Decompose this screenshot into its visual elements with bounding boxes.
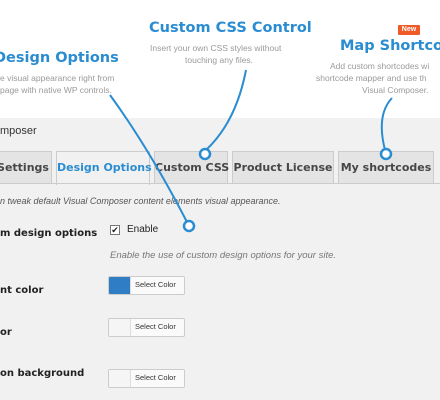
- tab-design-options[interactable]: Design Options: [56, 151, 152, 185]
- tab-custom-css[interactable]: Custom CSS: [154, 151, 229, 184]
- color-row-label: nt color: [0, 285, 44, 296]
- select-color-button[interactable]: Select Color: [108, 276, 185, 295]
- map-shortcodes-callout-desc-line2: shortcode mapper and use th: [316, 73, 427, 83]
- custom-design-hint: Enable the use of custom design options …: [110, 250, 337, 261]
- custom-design-label: m design options: [0, 228, 98, 239]
- enable-checkbox-label[interactable]: Enable: [127, 224, 159, 235]
- map-shortcodes-callout-desc-line1: Add custom shortcodes wi: [330, 61, 430, 71]
- page-title: mposer: [0, 125, 37, 137]
- color-swatch: [109, 319, 131, 336]
- select-color-button-label: Select Color: [135, 322, 176, 331]
- select-color-button-label: Select Color: [135, 373, 176, 382]
- tab-product-license[interactable]: Product License: [232, 151, 334, 184]
- select-color-button-label: Select Color: [135, 280, 176, 289]
- map-shortcodes-callout-title: Map Shortcod: [340, 38, 440, 54]
- design-options-callout-title: Design Options: [0, 50, 119, 66]
- design-options-callout-desc-line2: page with native WP controls.: [0, 85, 112, 95]
- color-row-label: on background: [0, 368, 85, 379]
- intro-text: n tweak default Visual Composer content …: [0, 196, 281, 206]
- custom-css-callout-desc-line2: touching any files.: [185, 55, 254, 65]
- design-options-pointer-dot: [182, 219, 196, 233]
- custom-css-callout-title: Custom CSS Control: [149, 20, 312, 36]
- tab-my-shortcodes[interactable]: My shortcodes: [338, 151, 434, 184]
- select-color-button[interactable]: Select Color: [108, 318, 185, 337]
- tab-settings[interactable]: Settings: [0, 151, 52, 184]
- feature-promo-banner: Design Options e visual appearance right…: [0, 0, 440, 118]
- new-badge: New: [398, 25, 420, 35]
- color-row-label: or: [0, 327, 12, 338]
- select-color-button[interactable]: Select Color: [108, 369, 185, 388]
- tab-divider: [0, 183, 440, 184]
- custom-css-callout-desc-line1: Insert your own CSS styles without: [150, 43, 282, 53]
- enable-checkbox[interactable]: ✔: [110, 225, 120, 235]
- color-swatch: [109, 370, 131, 387]
- color-swatch: [109, 277, 131, 294]
- design-options-callout-desc-line1: e visual appearance right from: [0, 73, 115, 83]
- map-shortcodes-callout-desc-line3: Visual Composer.: [362, 85, 429, 95]
